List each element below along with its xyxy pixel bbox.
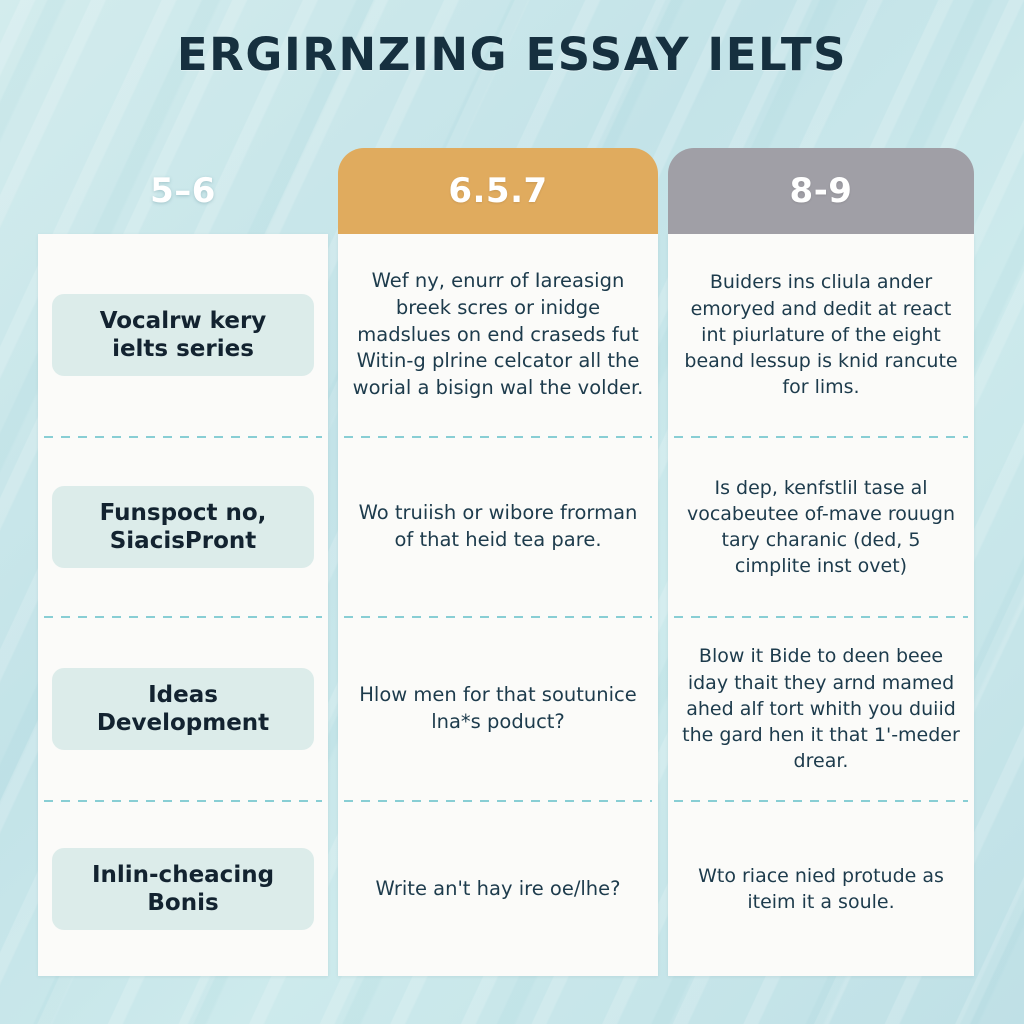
table-cell: Wo truiish or wibore frorman of that hei… <box>338 438 658 616</box>
table-cell: Funspoct no, SiacisPront <box>38 438 328 616</box>
column-header-label: 5–6 <box>150 171 216 211</box>
row-divider <box>44 436 322 438</box>
row-divider <box>344 800 652 802</box>
column-header-8-9: 8-9 <box>668 148 974 234</box>
column-header-6-5-7: 6.5.7 <box>338 148 658 234</box>
row-divider <box>344 436 652 438</box>
table-cell: Inlin-cheacing Bonis <box>38 802 328 976</box>
column-header-label: 8-9 <box>789 171 853 211</box>
table-cell: Wto riace nied protude as iteim it a sou… <box>668 802 974 976</box>
row-divider <box>44 800 322 802</box>
band-description: Wef ny, enurr of Iareasign breek scres o… <box>352 268 644 400</box>
band-description: Blow it Bide to deen beee iday thait the… <box>682 645 960 773</box>
table-cell: Ideas Development <box>38 618 328 800</box>
column-header-5-6: 5–6 <box>38 148 328 234</box>
criterion-label: Funspoct no, SiacisPront <box>52 485 314 569</box>
band-description: Hlow men for that soutunice lna*s poduct… <box>359 683 637 733</box>
band-description: Wto riace nied protude as iteim it a sou… <box>698 864 944 913</box>
criterion-label: Vocalrw kery ielts series <box>52 293 314 377</box>
table-cell: Blow it Bide to deen beee iday thait the… <box>668 618 974 800</box>
criterion-label: Ideas Development <box>52 667 314 751</box>
criterion-label: Inlin-cheacing Bonis <box>52 847 314 931</box>
column-body-5-6: Vocalrw kery ielts series Funspoct no, S… <box>38 234 328 976</box>
row-divider <box>674 616 968 618</box>
band-table: 5–6 Vocalrw kery ielts series Funspoct n… <box>38 148 986 976</box>
table-cell: Hlow men for that soutunice lna*s poduct… <box>338 618 658 800</box>
table-cell: Is dep, kenfstlil tase al vocabeutee of-… <box>668 438 974 616</box>
column-body-8-9: Buiders ins cliula ander emoryed and ded… <box>668 234 974 976</box>
page-title: ERGIRNZING ESSAY IELTS <box>176 28 848 81</box>
band-column-5-6: 5–6 Vocalrw kery ielts series Funspoct n… <box>38 148 328 976</box>
column-body-6-5-7: Wef ny, enurr of Iareasign breek scres o… <box>338 234 658 976</box>
row-divider <box>44 616 322 618</box>
band-description: Buiders ins cliula ander emoryed and ded… <box>684 271 958 399</box>
column-header-label: 6.5.7 <box>448 171 548 211</box>
table-cell: Wef ny, enurr of Iareasign breek scres o… <box>338 234 658 436</box>
row-divider <box>674 800 968 802</box>
band-column-6-5-7: 6.5.7 Wef ny, enurr of Iareasign breek s… <box>338 148 658 976</box>
band-description: Is dep, kenfstlil tase al vocabeutee of-… <box>686 476 956 578</box>
row-divider <box>344 616 652 618</box>
table-cell: Buiders ins cliula ander emoryed and ded… <box>668 234 974 436</box>
row-divider <box>674 436 968 438</box>
band-description: Write an't hay ire oe/lhe? <box>375 876 621 900</box>
band-column-8-9: 8-9 Buiders ins cliula ander emoryed and… <box>668 148 974 976</box>
band-description: Wo truiish or wibore frorman of that hei… <box>358 501 638 551</box>
table-cell: Write an't hay ire oe/lhe? <box>338 802 658 976</box>
table-cell: Vocalrw kery ielts series <box>38 234 328 436</box>
